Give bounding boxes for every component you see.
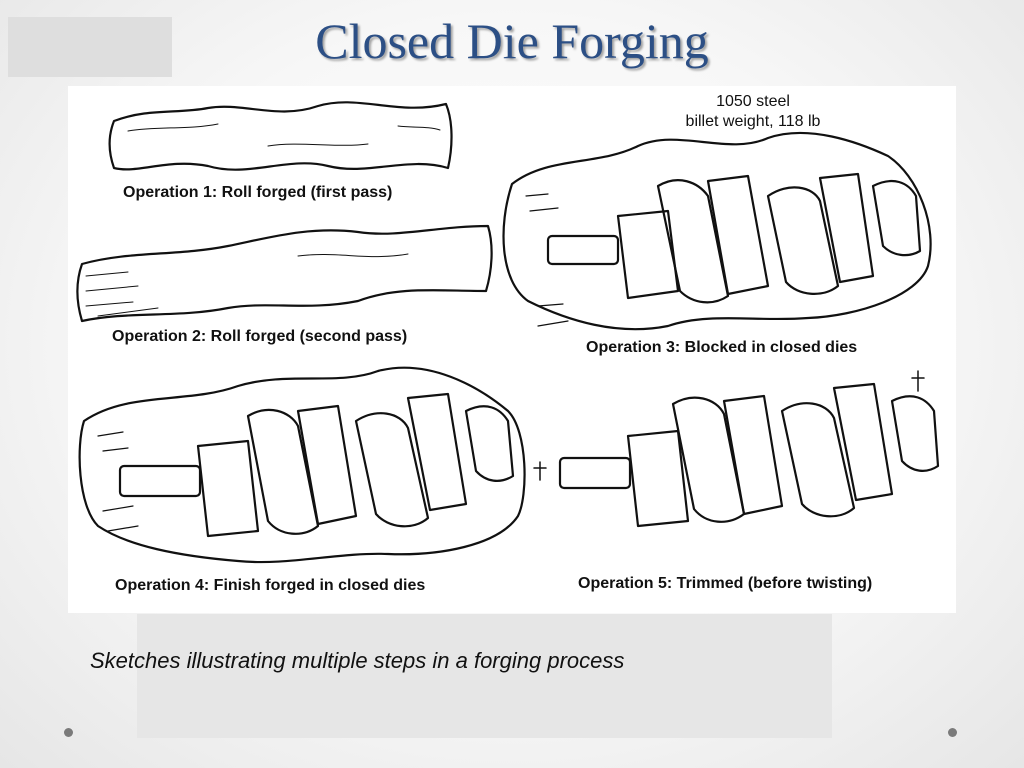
steel-spec-note: 1050 steel billet weight, 118 lb	[658, 92, 848, 132]
operation-1-label: Operation 1: Roll forged (first pass)	[123, 184, 393, 201]
billet-weight: billet weight, 118 lb	[685, 113, 821, 130]
decorative-block-top	[8, 17, 172, 77]
corner-dot-right	[948, 728, 957, 737]
billet-sketch-op1	[108, 101, 453, 171]
forging-sketches	[76, 101, 940, 564]
crankshaft-sketch-op4	[78, 366, 526, 564]
operation-2-label: Operation 2: Roll forged (second pass)	[112, 328, 408, 345]
operation-4-label: Operation 4: Finish forged in closed die…	[115, 577, 426, 594]
operation-5-label: Operation 5: Trimmed (before twisting)	[578, 575, 873, 592]
steel-grade: 1050 steel	[716, 93, 790, 110]
operation-3-label: Operation 3: Blocked in closed dies	[586, 339, 858, 356]
figure-caption: Sketches illustrating multiple steps in …	[90, 648, 625, 673]
billet-sketch-op2	[76, 224, 493, 323]
corner-dot-left	[64, 728, 73, 737]
crankshaft-sketch-op3	[502, 131, 932, 331]
crankshaft-sketch-op5	[533, 370, 940, 528]
forging-figure: 1050 steel billet weight, 118 lb Operati…	[68, 86, 956, 613]
decorative-block-bottom	[137, 614, 832, 738]
slide-title: Closed Die Forging	[315, 13, 709, 69]
